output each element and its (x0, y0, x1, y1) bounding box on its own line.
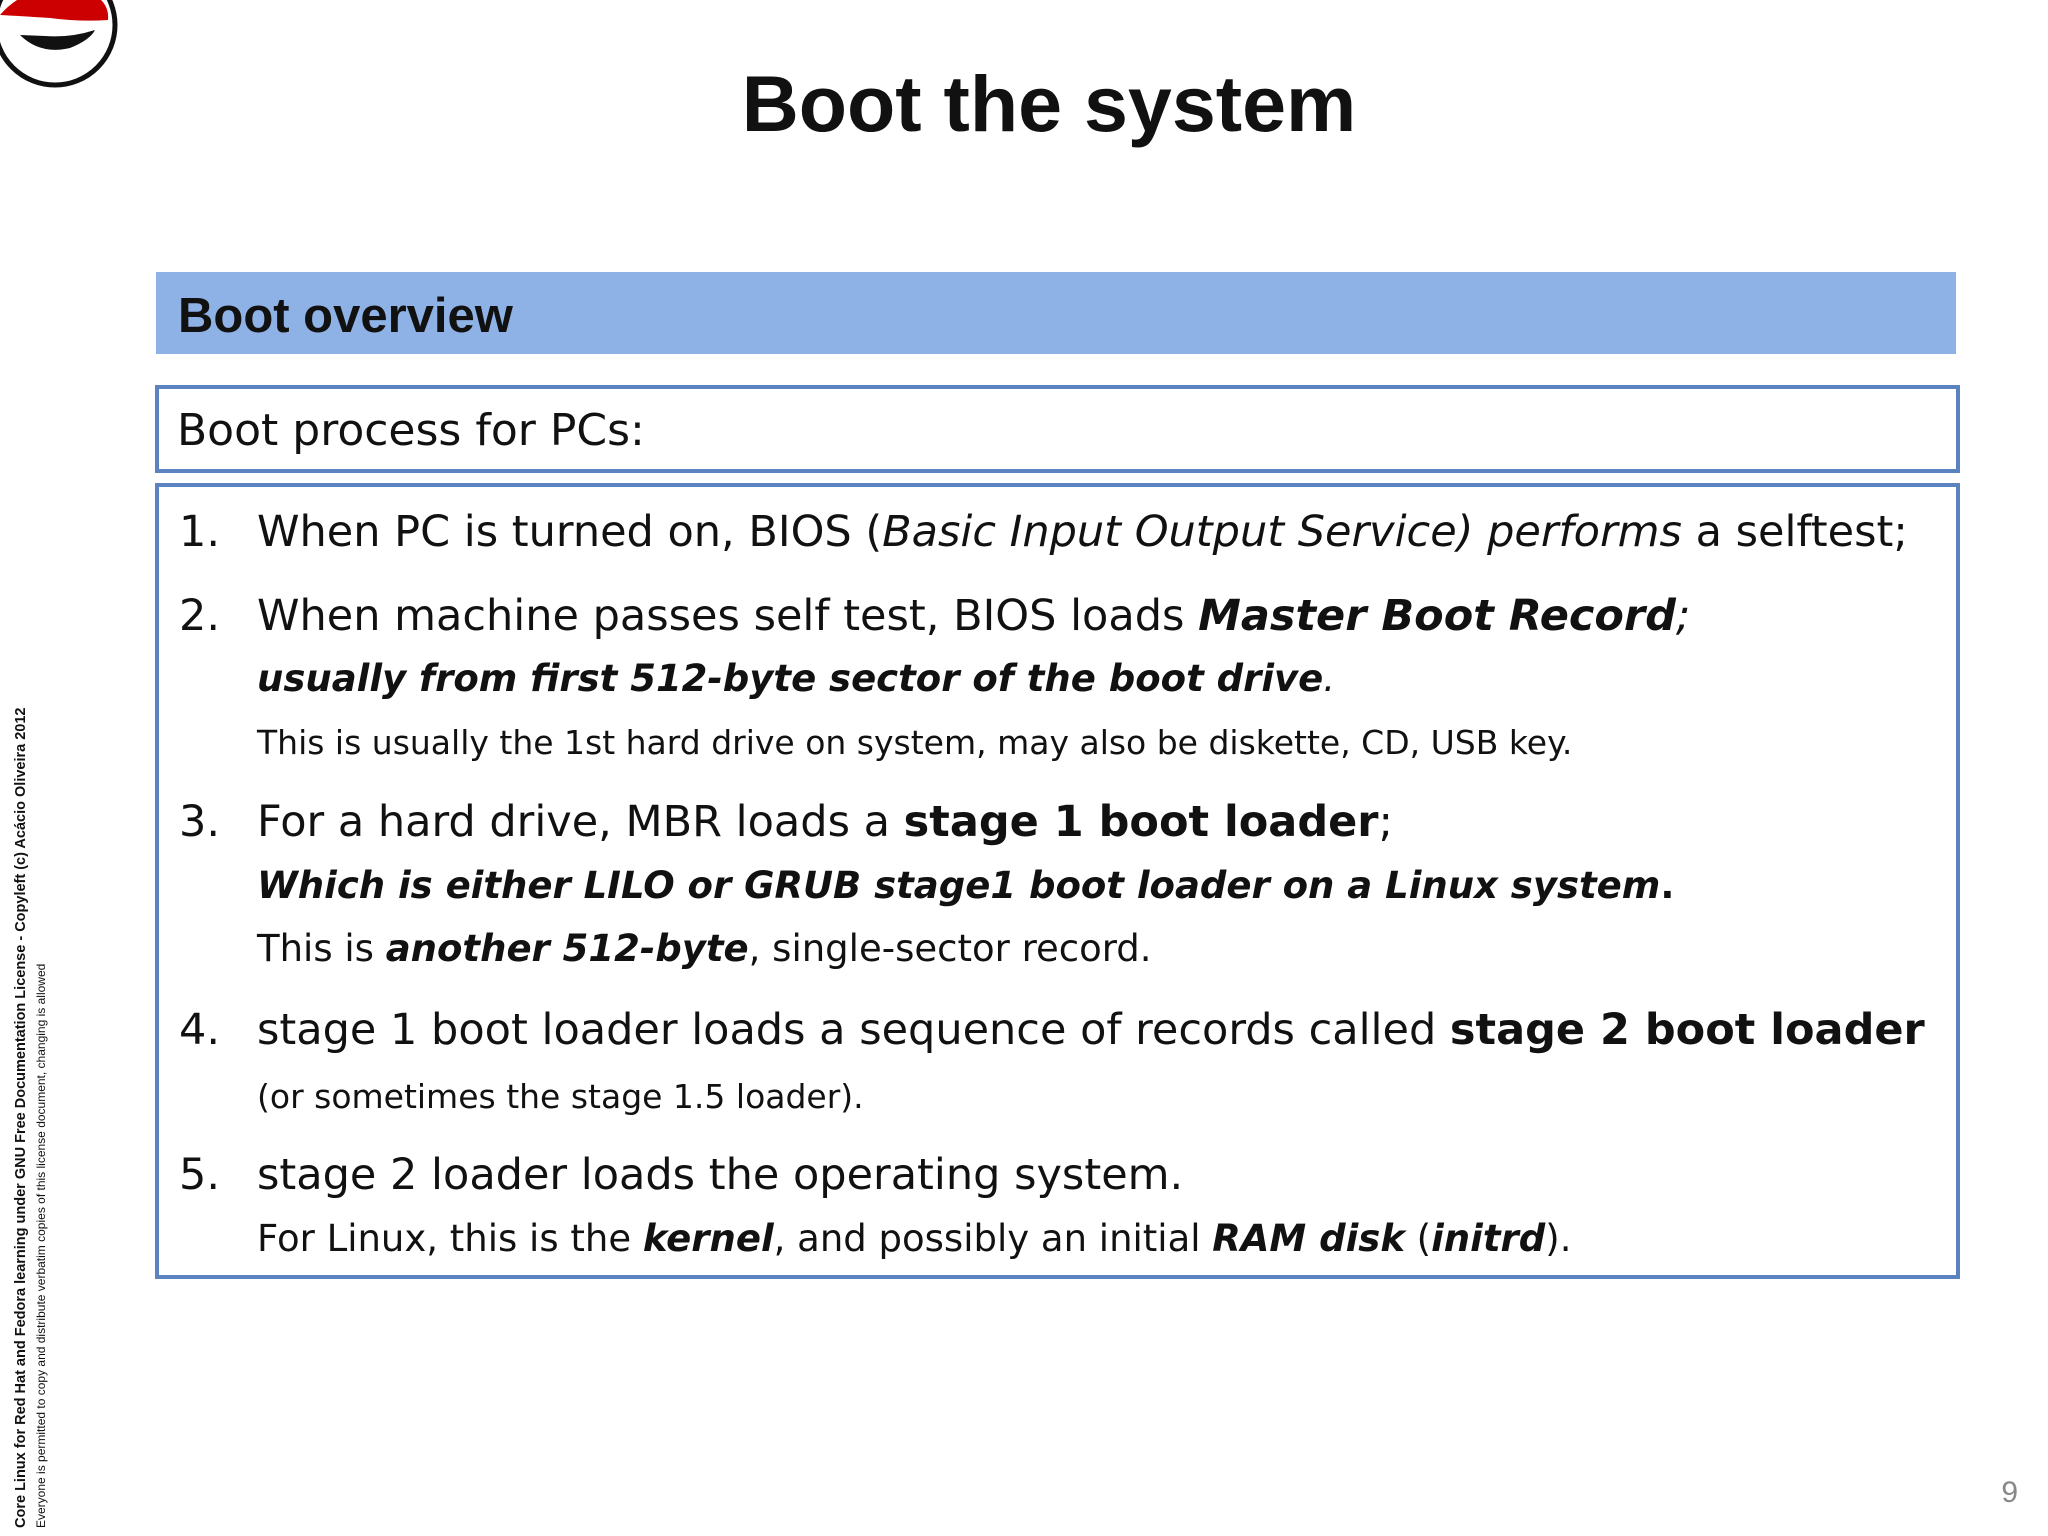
step-number: 1. (179, 507, 221, 557)
red-hat-logo-icon (0, 0, 118, 88)
step-number: 2. (179, 591, 221, 641)
permission-line: Everyone is permitted to copy and distri… (34, 963, 48, 1528)
section-header: Boot overview (178, 289, 513, 343)
step-number: 3. (179, 797, 221, 847)
section-header-bar: Boot overview (156, 272, 1956, 354)
step-text: For a hard drive, MBR loads a stage 1 bo… (257, 797, 1393, 847)
license-line: Core Linux for Red Hat and Fedora learni… (13, 707, 29, 1529)
step-note-text: This is usually the 1st hard drive on sy… (257, 723, 1573, 762)
step-text: When machine passes self test, BIOS load… (257, 591, 1691, 641)
intro-box: Boot process for PCs: (155, 385, 1960, 473)
step-note-text: This is another 512-byte, single-sector … (257, 927, 1152, 970)
step-number: 5. (179, 1150, 221, 1200)
step-note-text: For Linux, this is the kernel, and possi… (257, 1217, 1572, 1260)
step-number: 4. (179, 1005, 221, 1055)
step-text: When PC is turned on, BIOS (Basic Input … (257, 507, 1908, 557)
step-subtext: usually from first 512-byte sector of th… (257, 657, 1336, 700)
step-note-text: (or sometimes the stage 1.5 loader). (257, 1077, 864, 1116)
intro-text: Boot process for PCs: (177, 405, 645, 456)
step-text: stage 2 loader loads the operating syste… (257, 1150, 1184, 1200)
page-number: 9 (2001, 1476, 2018, 1509)
step-text: stage 1 boot loader loads a sequence of … (257, 1005, 1925, 1055)
slide-title: Boot the system (741, 59, 1357, 148)
steps-list: 1. When PC is turned on, BIOS (Basic Inp… (155, 483, 1960, 1279)
step-subtext: Which is either LILO or GRUB stage1 boot… (257, 864, 1675, 907)
side-credit: Core Linux for Red Hat and Fedora learni… (10, 528, 50, 1529)
